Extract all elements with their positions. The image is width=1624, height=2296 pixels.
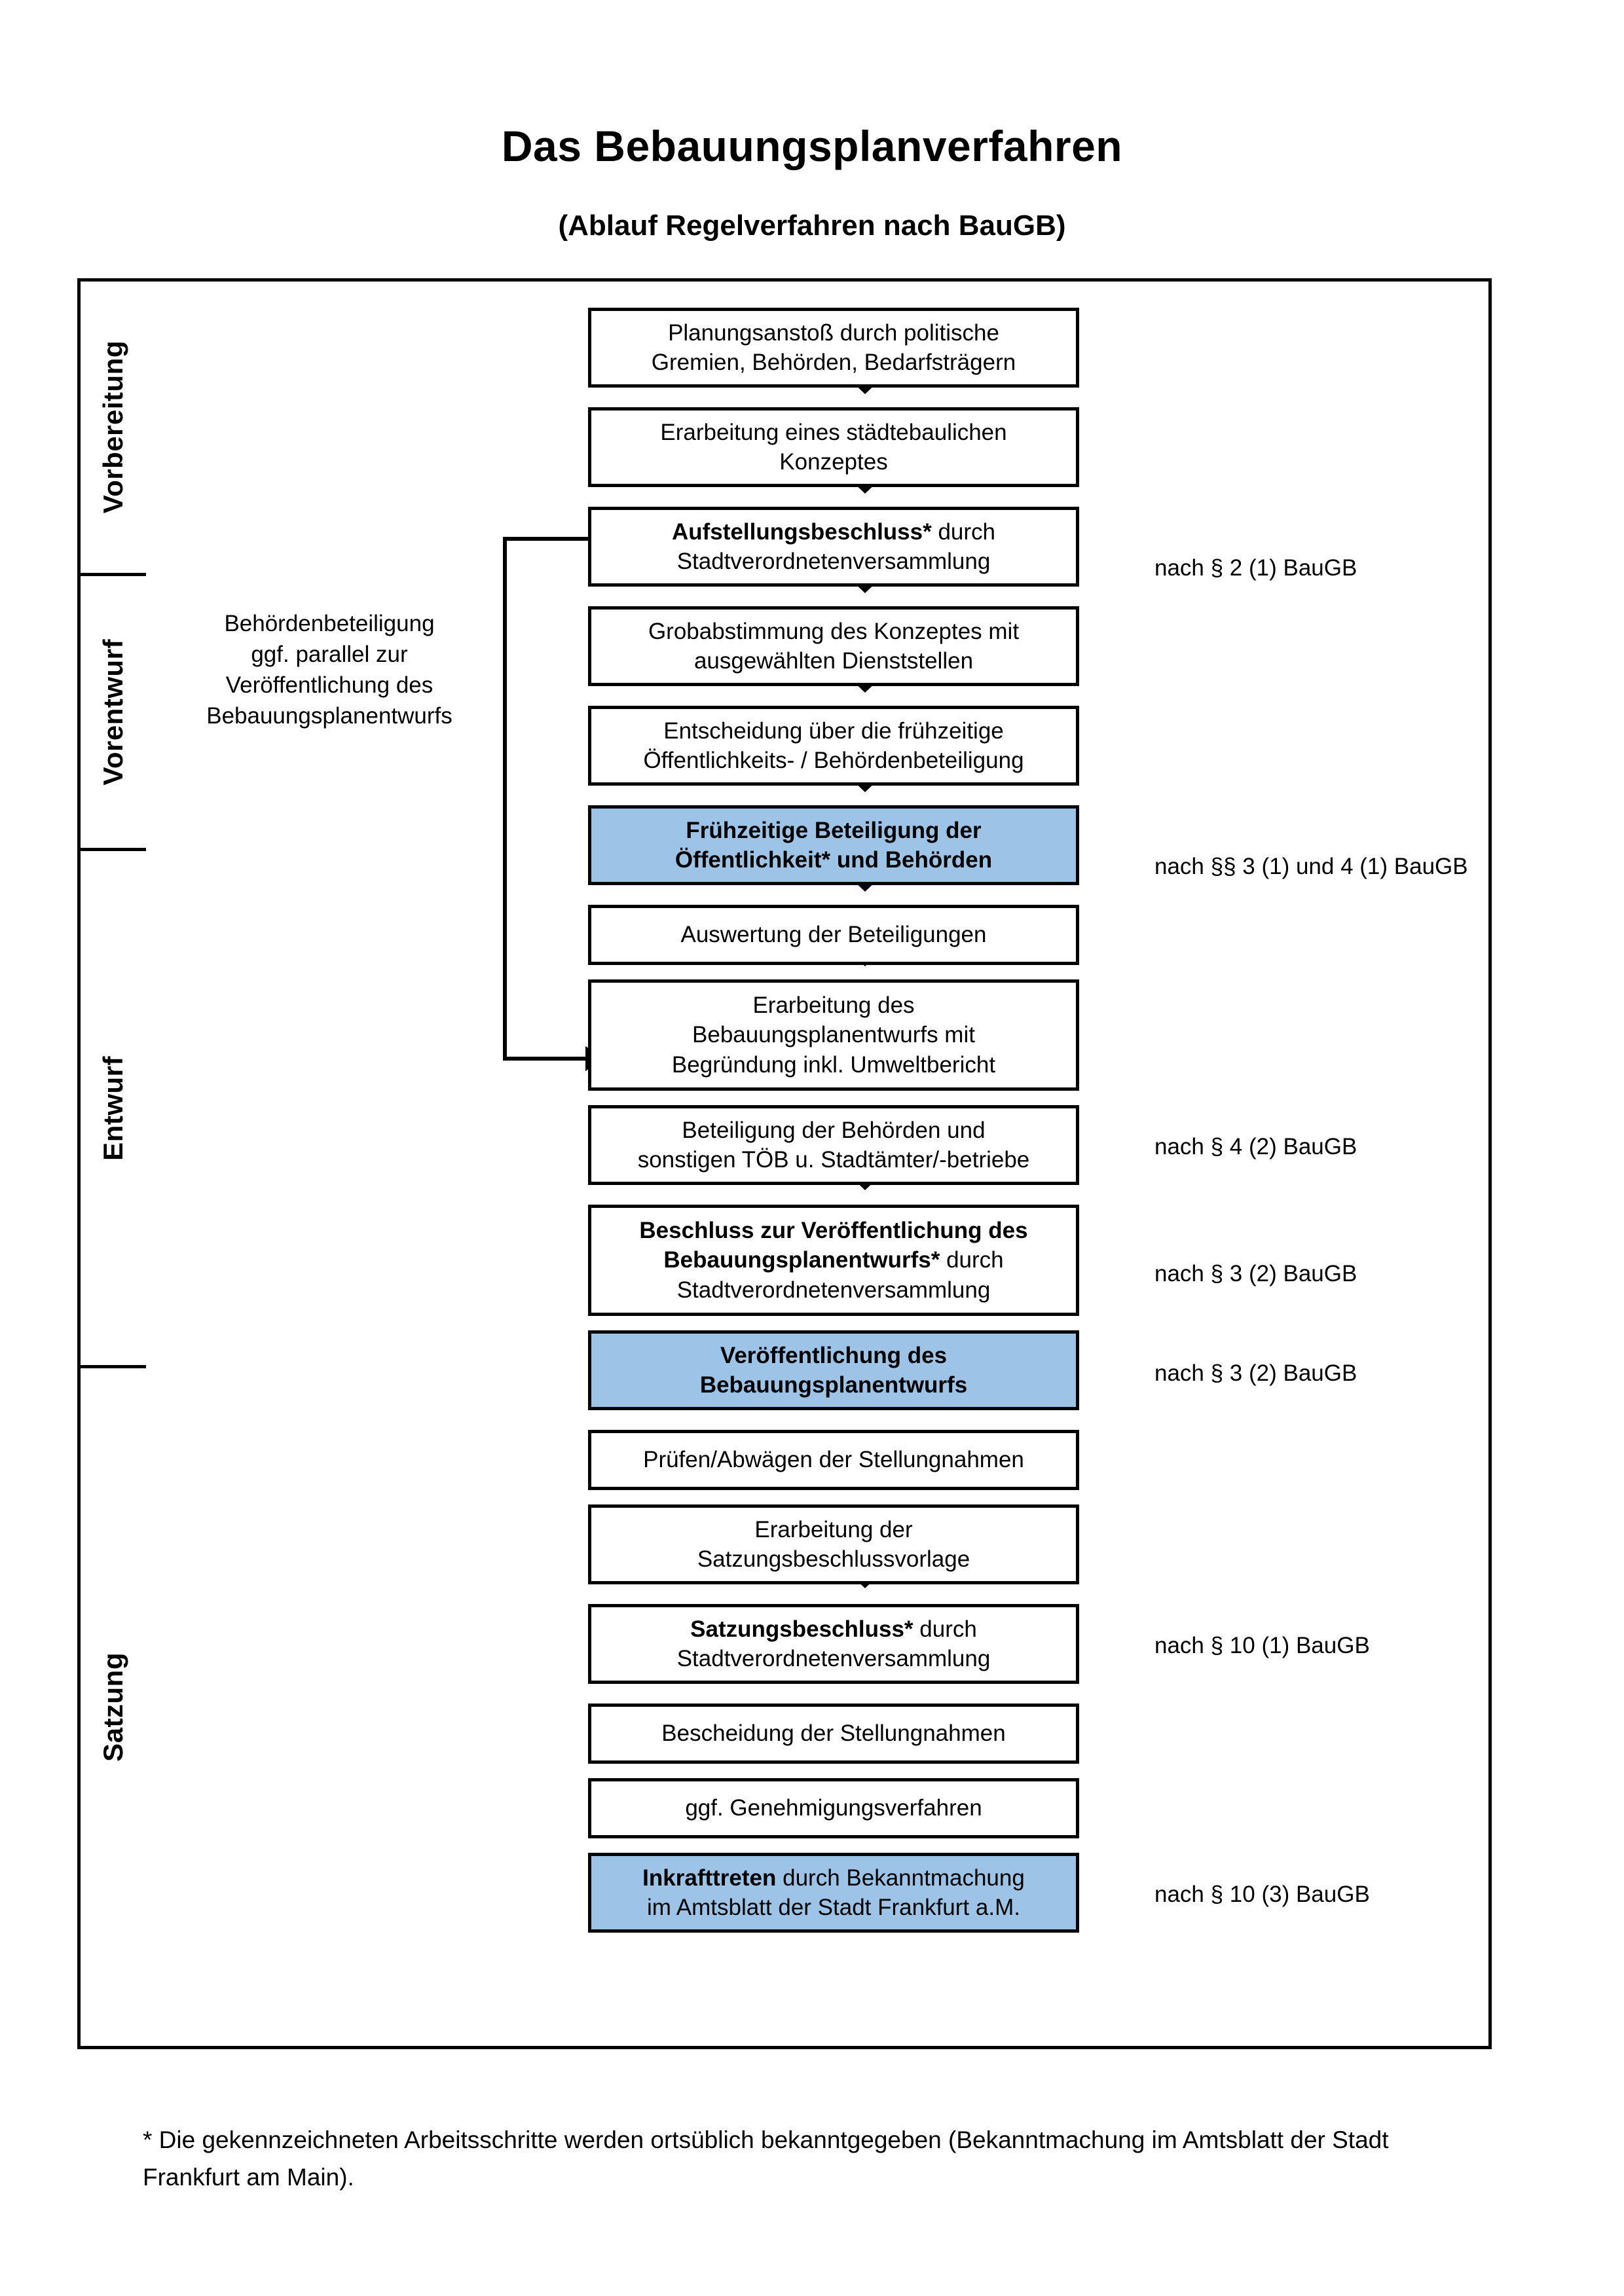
side-annotation-line: ggf. parallel zur	[251, 641, 408, 667]
page-title: Das Bebauungsplanverfahren	[501, 122, 1123, 170]
phase-label-satzung: Satzung	[81, 1368, 146, 2046]
side-annotation-line: Bebauungsplanentwurfs	[206, 702, 452, 729]
side-annotation-line: Behördenbeteiligung	[224, 611, 435, 636]
loop-connector-bottom	[503, 1057, 588, 1061]
law-note-behoerdenbeteiligung: nach § 4 (2) BauGB	[1154, 1134, 1357, 1159]
phase-label-vorentwurf-text: Vorentwurf	[98, 638, 128, 786]
page-subtitle: (Ablauf Regelverfahren nach BauGB)	[558, 210, 1066, 242]
law-note-fruehzeitige-beteiligung: nach §§ 3 (1) und 4 (1) BauGB	[1154, 854, 1468, 879]
side-annotation: Behördenbeteiligung ggf. parallel zur Ve…	[166, 609, 493, 732]
footnote: * Die gekennzeichneten Arbeitsschritte w…	[143, 2126, 1389, 2191]
step-box-auswertung-beteiligungen[interactable]: Auswertung der Beteiligungen	[588, 905, 1079, 965]
loop-connector-top	[503, 537, 600, 541]
law-note-inkrafttreten: nach § 10 (3) BauGB	[1154, 1882, 1370, 1907]
phase-label-entwurf-text: Entwurf	[98, 1055, 128, 1161]
loop-connector-left	[503, 537, 507, 1061]
phase-label-entwurf: Entwurf	[81, 851, 146, 1368]
phase-label-vorbereitung: Vorbereitung	[81, 282, 146, 576]
phase-label-satzung-text: Satzung	[98, 1652, 128, 1762]
step-box-genehmigungsverfahren[interactable]: ggf. Genehmigungsverfahren	[588, 1778, 1079, 1838]
step-text: Prüfen/Abwägen der Stellungnahmen	[643, 1447, 1024, 1473]
flowchart-frame: Vorbereitung Vorentwurf Entwurf Satzung …	[77, 278, 1492, 2049]
step-box-pruefen-abwaegen[interactable]: Prüfen/Abwägen der Stellungnahmen	[588, 1430, 1079, 1490]
step-text: ggf. Genehmigungsverfahren	[685, 1795, 982, 1821]
step-text: Auswertung der Beteiligungen	[680, 922, 987, 948]
law-note-aufstellungsbeschluss: nach § 2 (1) BauGB	[1154, 555, 1357, 581]
step-text: Bescheidung der Stellungnahmen	[661, 1721, 1006, 1747]
law-note-veroeffentlichung: nach § 3 (2) BauGB	[1154, 1360, 1357, 1386]
step-box-bescheidung-stellungnahmen[interactable]: Bescheidung der Stellungnahmen	[588, 1704, 1079, 1764]
law-note-satzungsbeschluss: nach § 10 (1) BauGB	[1154, 1633, 1370, 1658]
phase-label-column: Vorbereitung Vorentwurf Entwurf Satzung	[81, 282, 146, 2046]
side-annotation-line: Veröffentlichung des	[225, 672, 434, 698]
law-note-beschluss-veroeffentlichung: nach § 3 (2) BauGB	[1154, 1261, 1357, 1286]
phase-label-vorbereitung-text: Vorbereitung	[98, 340, 128, 514]
phase-label-vorentwurf: Vorentwurf	[81, 576, 146, 851]
